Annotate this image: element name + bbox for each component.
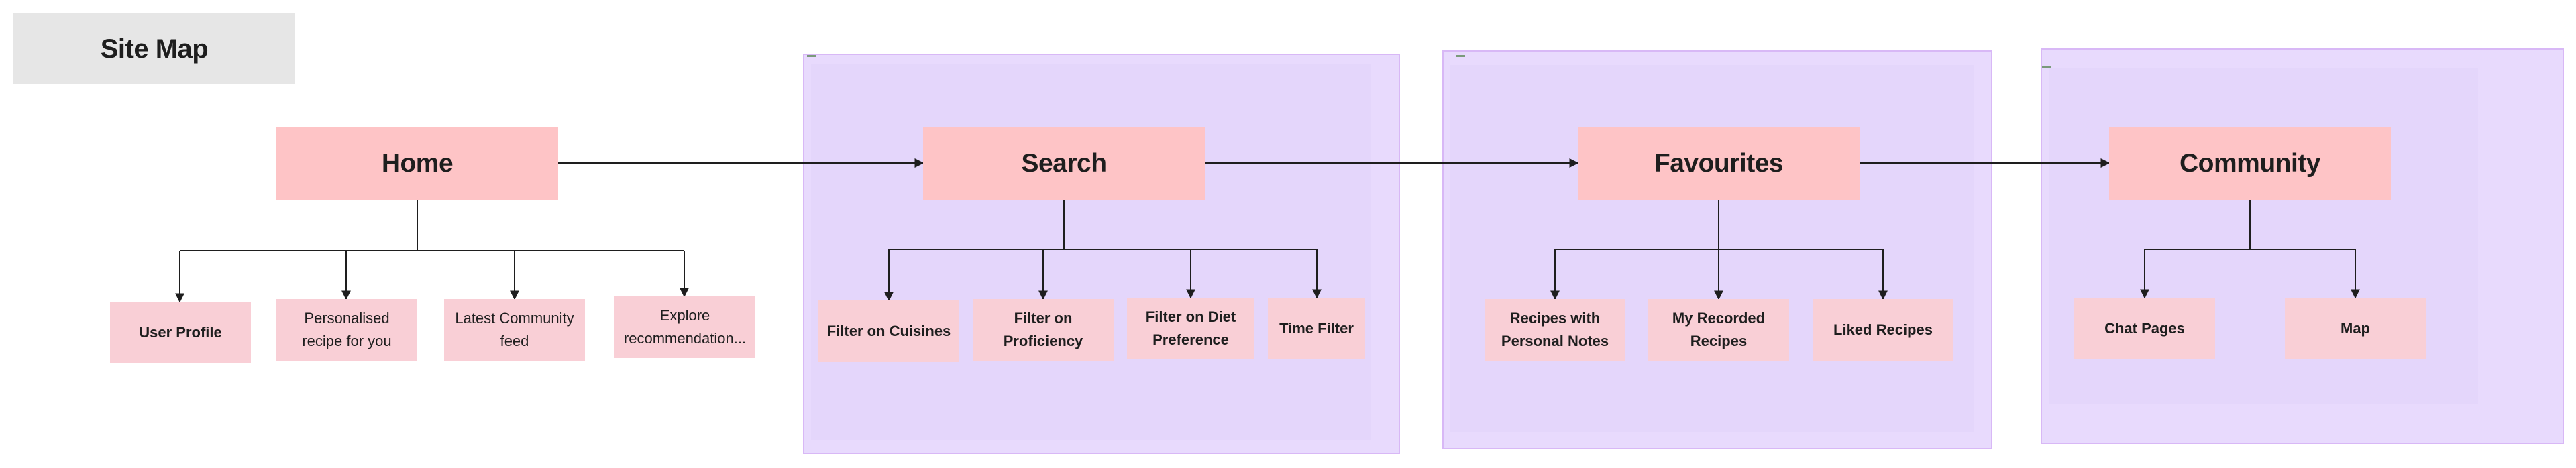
community-child-map: Map	[2285, 298, 2426, 359]
search-section	[803, 54, 1400, 454]
search-child-cuisines: Filter on Cuisines	[818, 300, 959, 362]
favourites-section-marker	[1456, 55, 1465, 57]
home-child-community-feed: Latest Community feed	[444, 299, 585, 361]
community-node: Community	[2109, 127, 2391, 200]
favourites-node: Favourites	[1578, 127, 1860, 200]
page-title: Site Map	[13, 13, 295, 84]
home-node: Home	[276, 127, 558, 200]
favourites-child-liked: Liked Recipes	[1813, 299, 1953, 361]
search-section-marker	[807, 55, 816, 57]
search-node: Search	[923, 127, 1205, 200]
favourites-child-recorded: My Recorded Recipes	[1648, 299, 1789, 361]
favourites-child-personal-notes: Recipes with Personal Notes	[1485, 299, 1625, 361]
search-child-time: Time Filter	[1268, 298, 1365, 359]
community-child-chat-pages: Chat Pages	[2074, 298, 2215, 359]
community-section-marker	[2042, 66, 2051, 68]
favourites-section	[1442, 50, 1992, 449]
search-child-proficiency: Filter on Proficiency	[973, 299, 1114, 361]
home-child-personalised-recipe: Personalised recipe for you	[276, 299, 417, 361]
home-child-explore: Explore recommendation...	[614, 296, 755, 358]
home-child-user-profile: User Profile	[110, 302, 251, 363]
search-child-diet: Filter on Diet Preference	[1127, 298, 1254, 359]
search-section-inner	[811, 64, 1371, 440]
